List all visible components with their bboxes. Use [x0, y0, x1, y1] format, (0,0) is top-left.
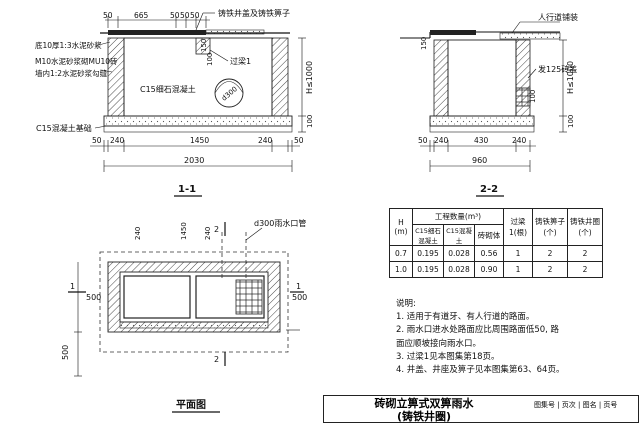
plan-title: 平面图 — [176, 399, 206, 411]
beam-label: 过梁1 — [230, 56, 251, 66]
section-1-1: 50 665 50 50 50 d300 铸铁井盖及铸铁箅子 底10厚1:3水泥… — [35, 8, 314, 197]
grate-left — [123, 275, 191, 319]
atlas-info: 图集号 | 页次 | 图名 | 页号 — [534, 401, 618, 409]
plan-dim-240b: 240 — [204, 227, 212, 240]
dim-100-beam: 100 — [206, 53, 214, 66]
th-brick: 砖砌体 — [474, 224, 504, 246]
pipe-opening-2-2 — [515, 87, 531, 107]
frame-label: 铸铁井盖及铸铁箅子 — [218, 8, 290, 18]
th-frame: 铸铁井圈(个) — [567, 208, 603, 246]
b2dim-430: 430 — [474, 136, 489, 145]
title-block: 砖砌立箅式双箅雨水 (铸铁井圈) 图集号 | 页次 | 图名 | 页号 — [323, 395, 639, 423]
bdim-50b: 50 — [294, 136, 304, 145]
dim-100-right: 100 — [306, 115, 314, 128]
height-dim-2: H≤1000 — [566, 61, 575, 94]
wall-joint-label: 墙内1:2水泥砂浆勾缝 — [35, 68, 108, 78]
mark-1-left: 1 — [70, 282, 75, 291]
mark-2-top: 2 — [214, 225, 219, 234]
bdim-240a: 240 — [110, 136, 125, 145]
note-item: 面应顺坡接向雨水口。 — [396, 338, 482, 349]
plan-outline — [99, 251, 289, 353]
th-qty: 工程数量(m³) — [412, 208, 504, 225]
total-960: 960 — [472, 156, 487, 165]
frame-2-2 — [430, 30, 476, 35]
section-2-title: 2-2 — [480, 184, 498, 195]
th-beam: 过梁1(根) — [503, 208, 533, 246]
right-wall — [271, 37, 289, 117]
plan-view: d300雨水口管 1 1 2 2 500 500 500 240 1450 24… — [61, 218, 307, 413]
dim-50c: 50 — [180, 11, 190, 20]
plan-dim-500c: 500 — [292, 293, 307, 302]
grate-right — [195, 275, 265, 319]
dim-665: 665 — [134, 11, 149, 20]
grate-125-label: 发125砖盖 — [538, 64, 577, 74]
th-c15b: C15混凝土 — [443, 224, 475, 246]
dim-50d: 50 — [190, 11, 200, 20]
cast-iron-frame — [108, 30, 206, 35]
wall-mortar-label: M10水泥砂浆砌MU10砖 — [35, 56, 118, 66]
dim-100-2b: 100 — [529, 90, 537, 103]
quantity-table: H(m) 工程数量(m³) 过梁1(根) 铸铁箅子(个) 铸铁井圈(个) C15… — [389, 208, 603, 278]
table-row: 1.0 0.195 0.028 0.90 1 2 2 — [389, 261, 603, 278]
pipe-grid — [235, 279, 263, 315]
mark-1-right: 1 — [296, 282, 301, 291]
dim-50a: 50 — [103, 11, 113, 20]
plan-dim-240: 240 — [134, 227, 142, 240]
th-h: H(m) — [389, 208, 413, 246]
section-1-title: 1-1 — [178, 184, 196, 195]
b2dim-240b: 240 — [512, 136, 527, 145]
dim-150-2: 150 — [420, 37, 428, 50]
section-2-2: 人行道铺装 发125砖盖 H≤1000 100 100 150 50 240 4… — [400, 12, 578, 197]
base-label: C15混凝土基础 — [36, 123, 92, 133]
note-item: 1. 适用于有道牙、有人行道的路面。 — [396, 312, 535, 323]
notes-heading: 说明: — [396, 299, 416, 309]
note-item: 4. 井盖、井座及箅子见本图集第63、64页。 — [396, 365, 565, 376]
th-grate: 铸铁箅子(个) — [532, 208, 568, 246]
mortar-bottom-label: 底10厚1:3水泥砂浆 — [35, 40, 102, 50]
concrete-base — [103, 115, 293, 127]
plan-dim-500b: 500 — [86, 293, 101, 302]
note-item: 3. 过梁1见本图集第18页。 — [396, 351, 500, 362]
total-2030: 2030 — [184, 156, 204, 165]
concrete-c15-label: C15细石混凝土 — [140, 84, 196, 94]
plan-dim-500a: 500 — [61, 345, 70, 360]
mark-2-bottom: 2 — [214, 355, 219, 364]
dim-100-2: 100 — [567, 115, 575, 128]
height-dim: H≤1000 — [305, 61, 314, 94]
plan-dim-1450: 1450 — [180, 222, 188, 240]
left-wall — [107, 37, 125, 117]
dim-50b: 50 — [170, 11, 180, 20]
pipe-label: d300 — [220, 85, 239, 103]
th-c15a: C15细石混凝土 — [412, 224, 444, 246]
note-item: 2. 雨水口进水处路面应比周围路面低50, 路 — [396, 325, 560, 336]
sidewalk-label: 人行道铺装 — [538, 12, 578, 22]
notes-block: 说明: 1. 适用于有道牙、有人行道的路面。 2. 雨水口进水处路面应比周围路面… — [396, 298, 636, 377]
drawing-title: 砖砌立箅式双箅雨水 (铸铁井圈) — [374, 397, 474, 423]
plan-pipe-label: d300雨水口管 — [254, 218, 306, 228]
b2dim-50: 50 — [418, 136, 428, 145]
bdim-240b: 240 — [258, 136, 273, 145]
dim-150: 150 — [200, 39, 208, 52]
table-row: 0.7 0.195 0.028 0.56 1 2 2 — [389, 245, 603, 262]
bdim-50a: 50 — [92, 136, 102, 145]
b2dim-240a: 240 — [434, 136, 449, 145]
bdim-1450: 1450 — [190, 136, 209, 145]
beam-1 — [195, 37, 211, 55]
